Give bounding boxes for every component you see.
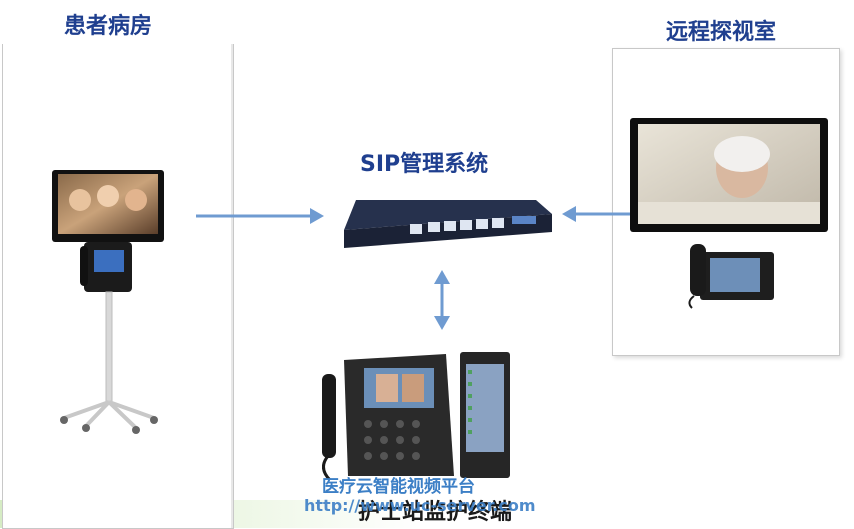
remote-tv-icon (630, 118, 828, 309)
sip-server-icon (344, 200, 552, 248)
tv-cart-icon (52, 170, 164, 434)
arrow-head-down (434, 316, 450, 330)
platform-url[interactable]: http://www.uc-server.com (304, 496, 536, 515)
remote-visit-title: 远程探视室 (666, 20, 777, 45)
nurse-station-title: 护士站监护终端 (358, 500, 513, 525)
nurse-phone-icon (322, 352, 510, 482)
arrow-head-left (562, 206, 576, 222)
arrow-head-right (310, 208, 324, 224)
platform-name: 医疗云智能视频平台 (322, 477, 475, 497)
arrow-head-up (434, 270, 450, 284)
sip-system-title: SIP管理系统 (360, 152, 489, 177)
patient-room-title: 患者病房 (64, 14, 153, 39)
